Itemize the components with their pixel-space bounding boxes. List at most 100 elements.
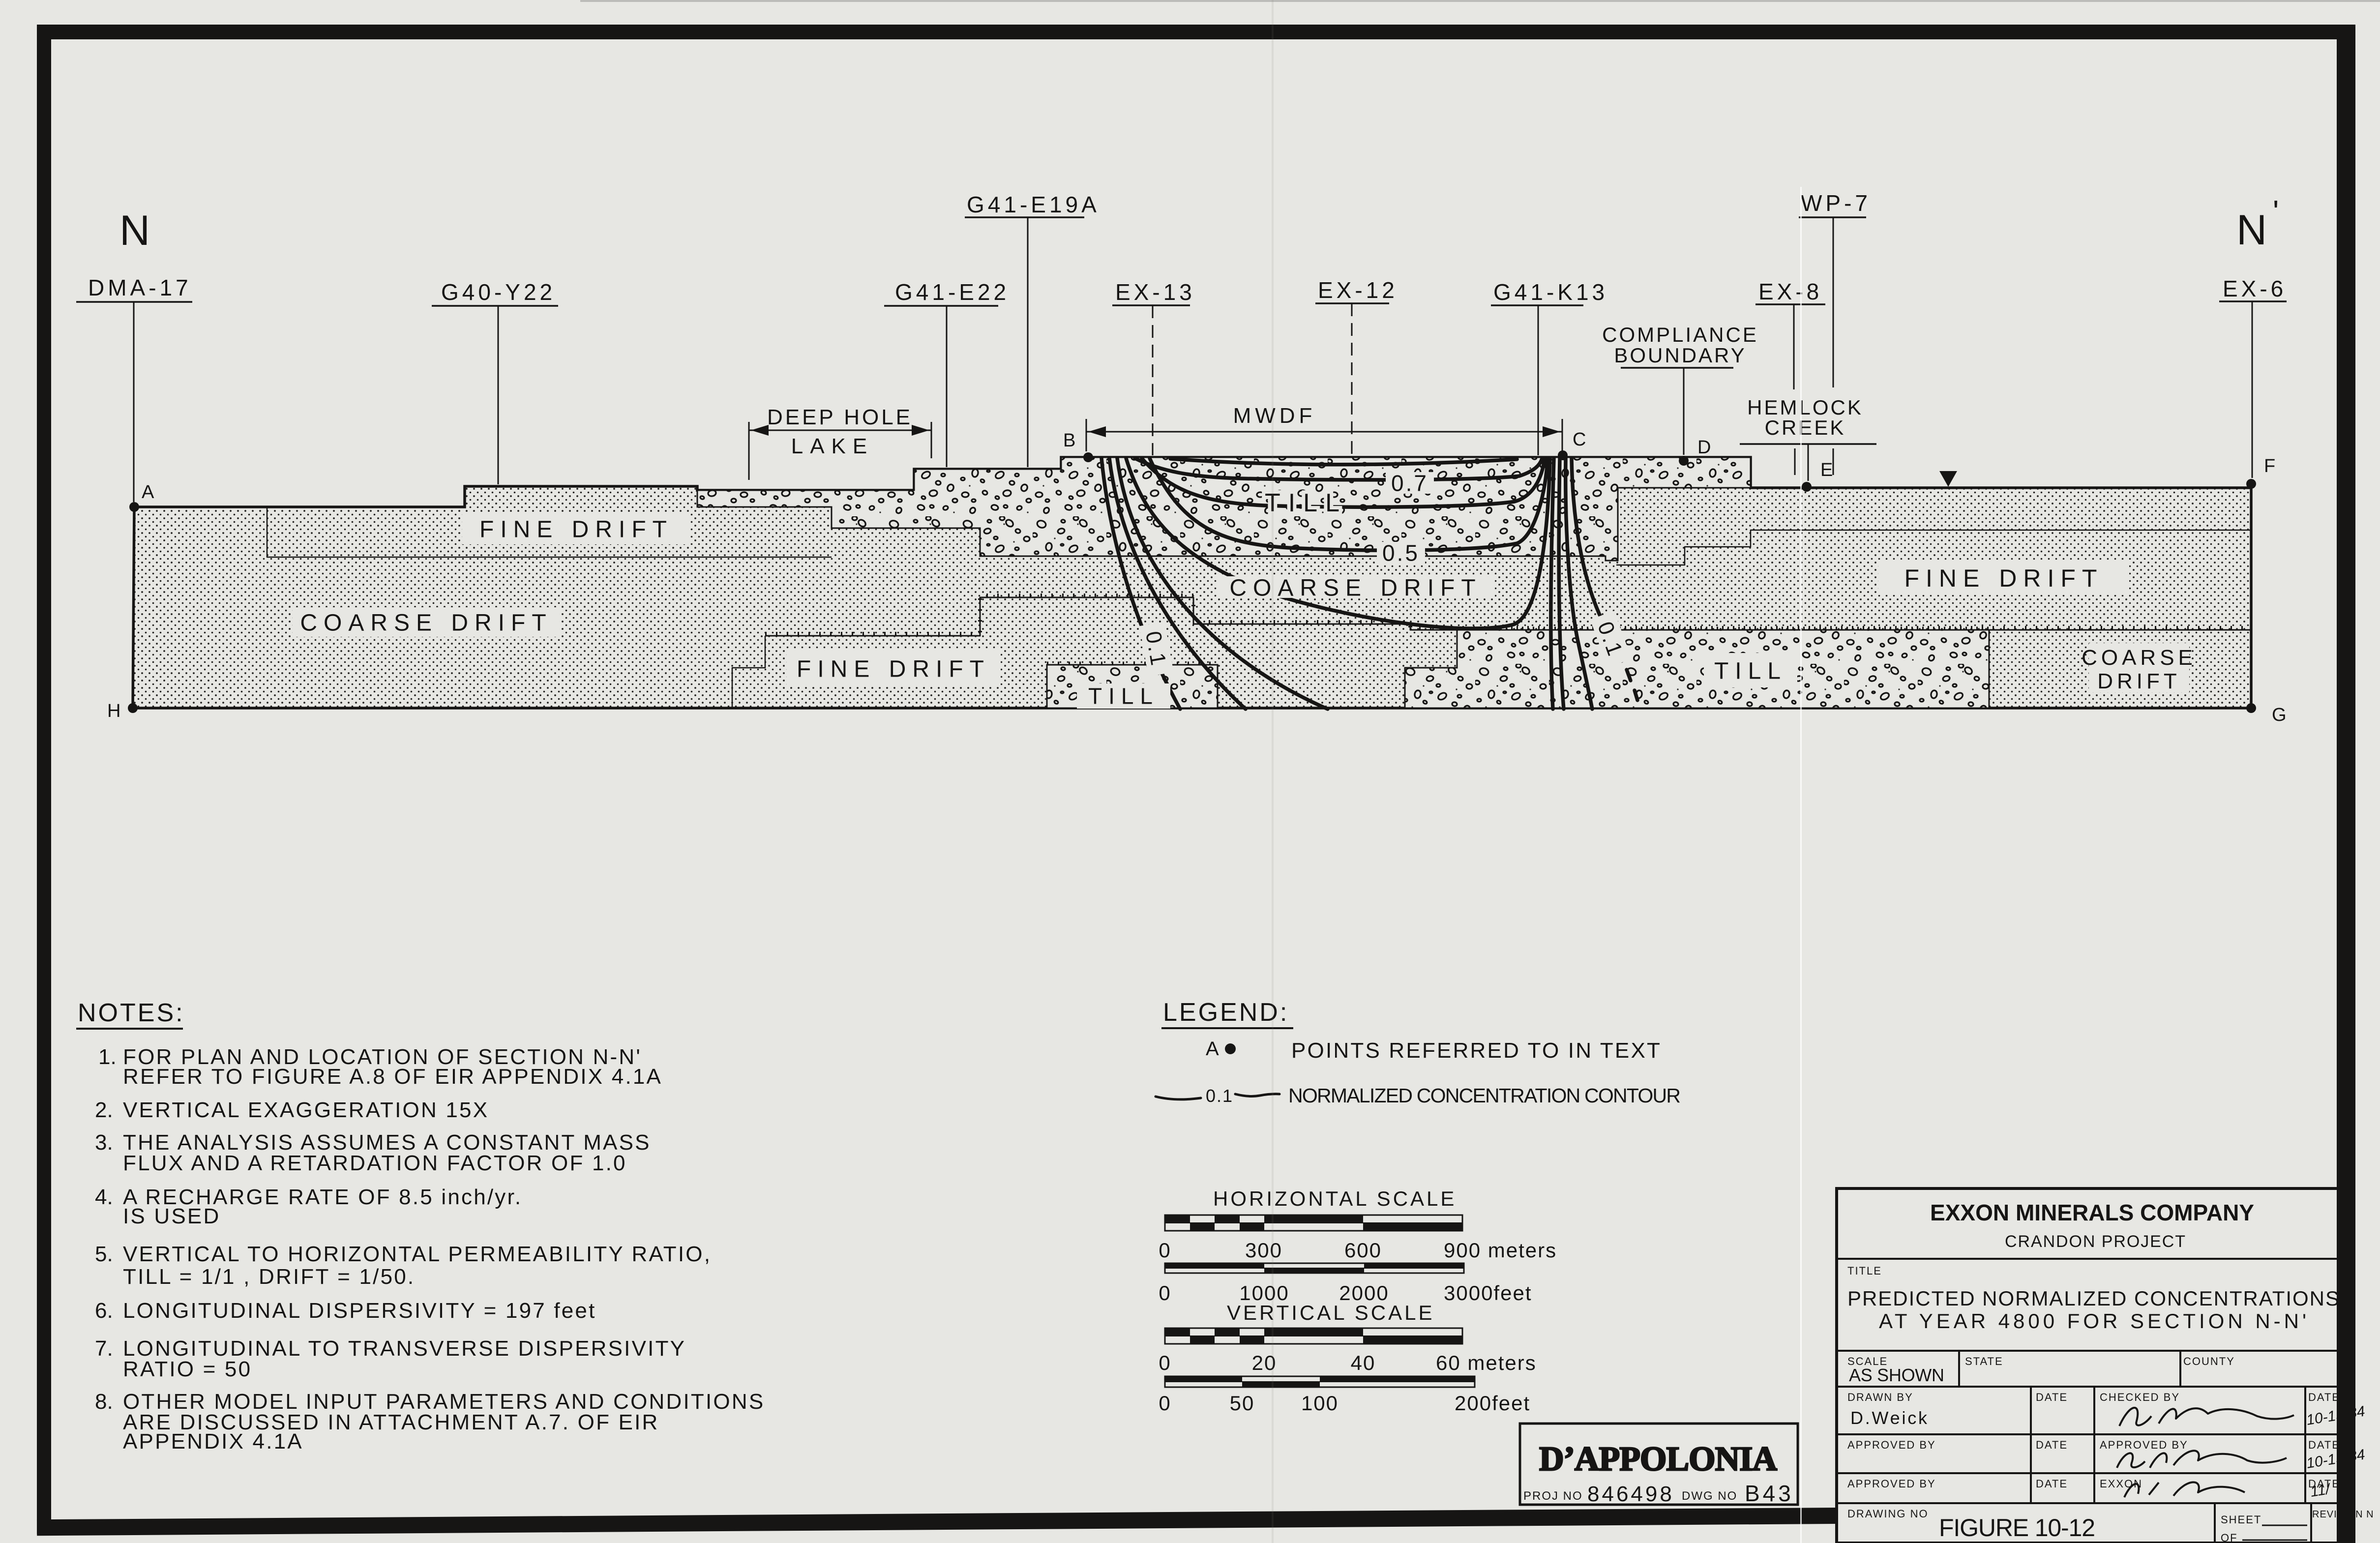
svg-text:3.: 3. bbox=[95, 1130, 113, 1155]
svg-text:E: E bbox=[1820, 460, 1833, 480]
svg-text:846498: 846498 bbox=[1587, 1482, 1674, 1506]
svg-text:3000feet: 3000feet bbox=[1444, 1281, 1532, 1305]
svg-text:HEMLOCK: HEMLOCK bbox=[1747, 396, 1863, 419]
svg-text:0: 0 bbox=[1159, 1392, 1171, 1415]
svg-text:0.5: 0.5 bbox=[1382, 540, 1420, 566]
svg-text:TILL: TILL bbox=[1714, 658, 1787, 684]
svg-text:APPROVED BY: APPROVED BY bbox=[1847, 1439, 1936, 1451]
svg-text:G41-K13: G41-K13 bbox=[1493, 279, 1608, 305]
svg-text:DATE: DATE bbox=[2308, 1478, 2340, 1490]
svg-text:DATE: DATE bbox=[2308, 1439, 2340, 1451]
svg-text:TILL: TILL bbox=[1088, 683, 1159, 709]
svg-text:8.: 8. bbox=[95, 1390, 113, 1414]
svg-text:5.: 5. bbox=[95, 1242, 113, 1266]
svg-text:EX-6: EX-6 bbox=[2223, 276, 2287, 301]
svg-text:DEEP HOLE: DEEP HOLE bbox=[767, 405, 913, 429]
svg-text:WP-7: WP-7 bbox=[1801, 190, 1871, 216]
svg-text:200feet: 200feet bbox=[1455, 1392, 1530, 1415]
svg-text:DRIFT: DRIFT bbox=[2097, 669, 2181, 693]
svg-text:TILL: TILL bbox=[1265, 489, 1347, 517]
svg-text:EXXON MINERALS COMPANY: EXXON MINERALS COMPANY bbox=[1930, 1200, 2255, 1225]
svg-text:7.: 7. bbox=[95, 1336, 113, 1361]
svg-text:0: 0 bbox=[1159, 1281, 1171, 1305]
svg-text:LONGITUDINAL DISPERSIVITY = 19: LONGITUDINAL DISPERSIVITY = 197 feet bbox=[123, 1299, 596, 1323]
svg-text:COARSE DRIFT: COARSE DRIFT bbox=[300, 610, 552, 636]
svg-text:1.: 1. bbox=[98, 1045, 117, 1069]
svg-text:PREDICTED NORMALIZED CONCENTRA: PREDICTED NORMALIZED CONCENTRATIONS bbox=[1847, 1287, 2340, 1310]
svg-text:CRANDON PROJECT: CRANDON PROJECT bbox=[2005, 1232, 2187, 1251]
svg-text:COUNTY: COUNTY bbox=[2183, 1355, 2235, 1367]
svg-text:DATE: DATE bbox=[2036, 1391, 2068, 1403]
svg-text:D’APPOLONIA: D’APPOLONIA bbox=[1539, 1440, 1778, 1478]
svg-text:FINE DRIFT: FINE DRIFT bbox=[1904, 564, 2104, 592]
svg-text:VERTICAL TO HORIZONTAL PERMEAB: VERTICAL TO HORIZONTAL PERMEABILITY RATI… bbox=[123, 1242, 712, 1266]
svg-text:20: 20 bbox=[1252, 1351, 1277, 1374]
svg-text:FINE DRIFT: FINE DRIFT bbox=[797, 656, 990, 682]
svg-text:EX-13: EX-13 bbox=[1115, 279, 1195, 305]
svg-text:TILL = 1/1 , DRIFT = 1/50.: TILL = 1/1 , DRIFT = 1/50. bbox=[123, 1265, 415, 1289]
svg-text:OTHER MODEL INPUT PARAMETERS A: OTHER MODEL INPUT PARAMETERS AND CONDITI… bbox=[123, 1390, 765, 1414]
svg-text:2000: 2000 bbox=[1339, 1281, 1389, 1305]
svg-text:LEGEND:: LEGEND: bbox=[1163, 998, 1289, 1027]
svg-text:LONGITUDINAL TO TRANSVERSE DIS: LONGITUDINAL TO TRANSVERSE DISPERSIVITY bbox=[123, 1336, 686, 1361]
svg-text:DATE: DATE bbox=[2036, 1478, 2068, 1490]
svg-text:6.: 6. bbox=[95, 1299, 113, 1323]
svg-text:4.: 4. bbox=[95, 1185, 113, 1209]
svg-text:100: 100 bbox=[1301, 1392, 1339, 1415]
svg-text:VERTICAL EXAGGERATION 15X: VERTICAL EXAGGERATION 15X bbox=[123, 1098, 489, 1122]
svg-text:B43: B43 bbox=[1745, 1481, 1794, 1506]
svg-text:G41-E22: G41-E22 bbox=[895, 279, 1010, 305]
svg-text:APPROVED BY: APPROVED BY bbox=[2100, 1439, 2188, 1451]
svg-text:B: B bbox=[1063, 430, 1075, 451]
svg-text:THE ANALYSIS ASSUMES A CONSTAN: THE ANALYSIS ASSUMES A CONSTANT MASS bbox=[123, 1130, 651, 1155]
svg-text:COARSE DRIFT: COARSE DRIFT bbox=[1229, 575, 1482, 601]
svg-text:F: F bbox=[2264, 456, 2275, 476]
svg-text:DATE: DATE bbox=[2036, 1439, 2068, 1451]
svg-text:NORMALIZED CONCENTRATION CONTO: NORMALIZED CONCENTRATION CONTOUR bbox=[1288, 1084, 1681, 1107]
svg-text:COARSE: COARSE bbox=[2082, 646, 2197, 670]
svg-text:APPROVED BY: APPROVED BY bbox=[1847, 1478, 1936, 1490]
svg-text:EX-8: EX-8 bbox=[1758, 279, 1822, 304]
svg-text:0.7: 0.7 bbox=[1391, 471, 1428, 496]
svg-text:N: N bbox=[119, 207, 150, 254]
svg-text:CREEK: CREEK bbox=[1765, 416, 1846, 439]
svg-text:300: 300 bbox=[1245, 1239, 1282, 1262]
svg-text:LAKE: LAKE bbox=[791, 434, 874, 458]
svg-text:A: A bbox=[142, 482, 154, 503]
svg-text:0: 0 bbox=[1159, 1239, 1171, 1262]
svg-text:900 meters: 900 meters bbox=[1444, 1239, 1557, 1262]
svg-text:CHECKED BY: CHECKED BY bbox=[2100, 1391, 2180, 1403]
svg-text:H: H bbox=[107, 701, 120, 721]
svg-text:G40-Y22: G40-Y22 bbox=[441, 279, 556, 305]
svg-text:40: 40 bbox=[1351, 1351, 1376, 1374]
svg-text:DMA-17: DMA-17 bbox=[88, 275, 192, 300]
svg-text:11/: 11/ bbox=[2309, 1481, 2332, 1500]
svg-text:1000: 1000 bbox=[1239, 1281, 1289, 1305]
svg-text:A: A bbox=[1206, 1038, 1219, 1060]
svg-text:C: C bbox=[1573, 429, 1586, 450]
svg-text:BOUNDARY: BOUNDARY bbox=[1614, 344, 1746, 367]
svg-text:POINTS REFERRED TO IN TEXT: POINTS REFERRED TO IN TEXT bbox=[1291, 1039, 1662, 1063]
svg-text:HORIZONTAL SCALE: HORIZONTAL SCALE bbox=[1213, 1187, 1457, 1210]
svg-text:2.: 2. bbox=[95, 1098, 113, 1122]
svg-text:': ' bbox=[2273, 194, 2279, 229]
svg-text:60 meters: 60 meters bbox=[1436, 1351, 1537, 1374]
svg-text:FLUX AND A RETARDATION FACTOR: FLUX AND A RETARDATION FACTOR OF 1.0 bbox=[123, 1151, 627, 1175]
svg-text:VERTICAL SCALE: VERTICAL SCALE bbox=[1227, 1301, 1434, 1324]
svg-text:APPENDIX 4.1A: APPENDIX 4.1A bbox=[123, 1429, 303, 1454]
svg-text:0.1: 0.1 bbox=[1206, 1086, 1233, 1106]
svg-text:N: N bbox=[2236, 207, 2267, 254]
svg-text:PROJ NO: PROJ NO bbox=[1523, 1489, 1583, 1503]
svg-text:COMPLIANCE: COMPLIANCE bbox=[1602, 323, 1758, 346]
svg-text:MWDF: MWDF bbox=[1233, 404, 1316, 428]
svg-text:G: G bbox=[2272, 705, 2287, 725]
svg-text:DRAWN BY: DRAWN BY bbox=[1847, 1391, 1913, 1403]
svg-text:A RECHARGE RATE OF 8.5 inch/yr: A RECHARGE RATE OF 8.5 inch/yr. bbox=[123, 1185, 522, 1209]
svg-text:OF: OF bbox=[2221, 1532, 2238, 1543]
svg-text:600: 600 bbox=[1344, 1239, 1382, 1262]
svg-text:DRAWING NO: DRAWING NO bbox=[1847, 1508, 1929, 1520]
svg-text:ARE DISCUSSED IN ATTACHMENT A.: ARE DISCUSSED IN ATTACHMENT A.7. OF EIR bbox=[123, 1410, 659, 1434]
svg-text:G41-E19A: G41-E19A bbox=[967, 192, 1100, 217]
svg-text:RATIO = 50: RATIO = 50 bbox=[123, 1357, 252, 1381]
svg-text:D.Weick: D.Weick bbox=[1850, 1408, 1928, 1428]
